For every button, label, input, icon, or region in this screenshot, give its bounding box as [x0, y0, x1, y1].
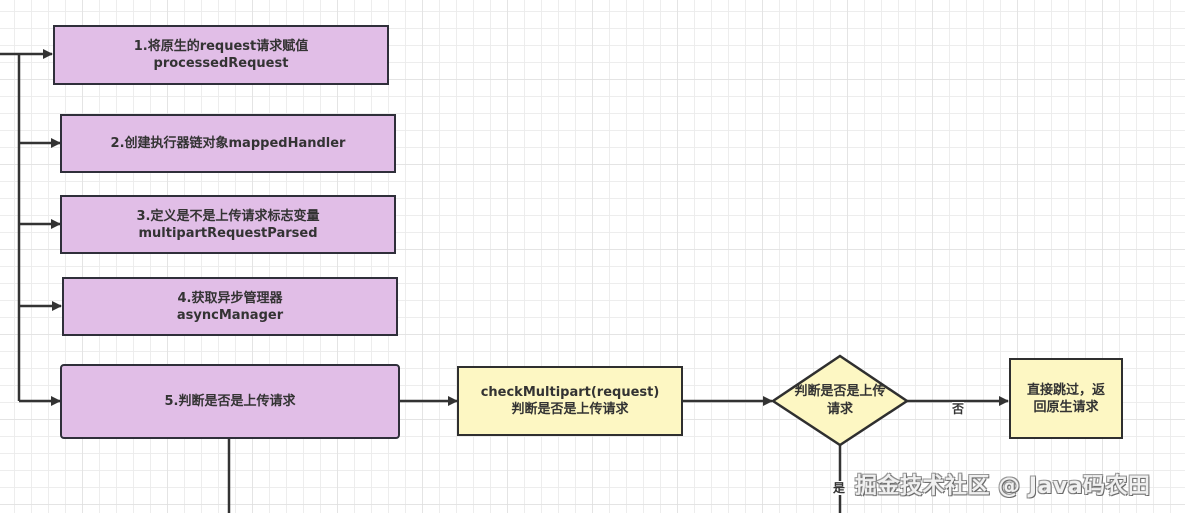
check-multipart-box[interactable]: checkMultipart(request) 判断是否是上传请求 [457, 366, 683, 436]
watermark: 掘金技术社区 @ Java码农田 [855, 474, 1151, 499]
edge-label-no: 否 [952, 402, 965, 416]
step2-label: 2.创建执行器链对象mappedHandler [110, 136, 346, 151]
step5-label: 5.判断是否是上传请求 [164, 394, 296, 409]
step2-box[interactable]: 2.创建执行器链对象mappedHandler [60, 114, 396, 173]
step4-label: 4.获取异步管理器 asyncManager [176, 290, 284, 323]
step3-label: 3.定义是不是上传请求标志变量 multipartRequestParsed [136, 208, 320, 241]
decision-diamond [770, 354, 910, 447]
step5-box[interactable]: 5.判断是否是上传请求 [60, 364, 400, 439]
step3-box[interactable]: 3.定义是不是上传请求标志变量 multipartRequestParsed [60, 195, 396, 254]
check-multipart-label: checkMultipart(request) 判断是否是上传请求 [480, 385, 660, 417]
edge-label-yes: 是 [833, 481, 846, 495]
skip-label: 直接跳过，返 回原生请求 [1026, 382, 1105, 415]
step4-box[interactable]: 4.获取异步管理器 asyncManager [62, 277, 398, 336]
step1-label: 1.将原生的request请求赋值 processedRequest [133, 39, 309, 71]
skip-box[interactable]: 直接跳过，返 回原生请求 [1009, 358, 1123, 439]
step1-box[interactable]: 1.将原生的request请求赋值 processedRequest [53, 25, 389, 85]
decision-label: 判断是否是上传 请求 [794, 384, 886, 417]
